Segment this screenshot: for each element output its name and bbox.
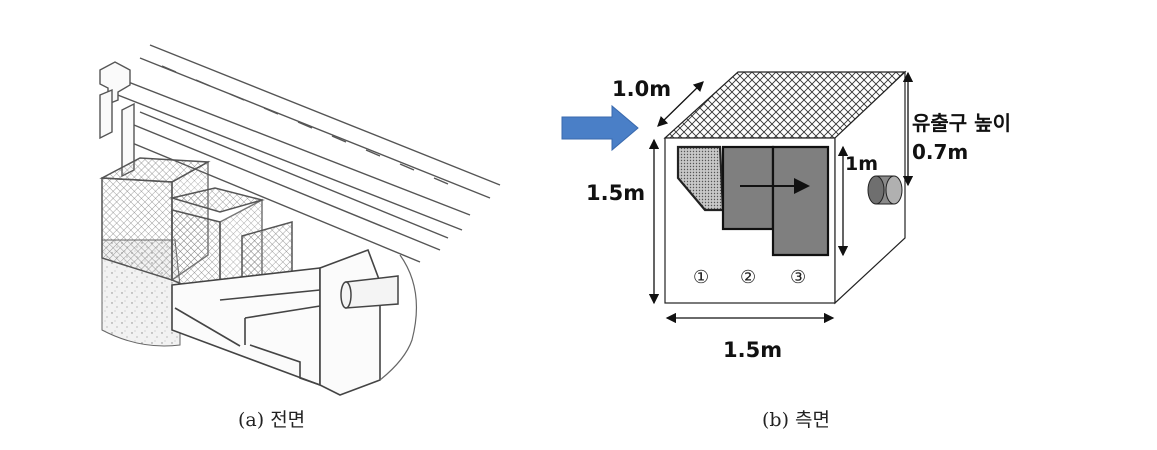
front-view-drawing: [99, 44, 501, 396]
chamber-number-3: ③: [790, 267, 806, 288]
left-height-label: 1.5m: [586, 181, 645, 205]
outlet-cylinder: [867, 175, 903, 205]
chamber-number-1: ①: [693, 267, 709, 288]
downpipe: [99, 61, 135, 178]
outlet-height-value: 0.7m: [912, 140, 968, 164]
front-view-panel: [0, 0, 580, 446]
depth-dimension-line: [657, 81, 704, 127]
chamber-3-shape: [771, 145, 830, 257]
inner-height-label: 1m: [845, 153, 878, 175]
side-view-caption: (b) 측면: [762, 409, 830, 431]
outlet-pipe: [340, 275, 399, 309]
chamber-number-2: ②: [740, 267, 756, 288]
soil-edge-right: [379, 254, 417, 381]
bottom-width-label: 1.5m: [723, 338, 782, 362]
side-view-drawing: 1.0m 1.5m 1.5m 유출구 높이 0.7m 1m ① ② ③: [561, 70, 1011, 362]
depth-label: 1.0m: [612, 77, 671, 101]
front-view-caption: (a) 전면: [238, 409, 306, 431]
side-view-panel: 1.0m 1.5m 1.5m 유출구 높이 0.7m 1m ① ② ③: [560, 0, 1157, 446]
chamber-1-shape: [676, 145, 725, 212]
lane-dashes: [161, 65, 449, 185]
inflow-arrow: [561, 104, 639, 152]
chamber-2-shape: [721, 145, 775, 231]
outlet-height-title: 유출구 높이: [912, 111, 1011, 135]
